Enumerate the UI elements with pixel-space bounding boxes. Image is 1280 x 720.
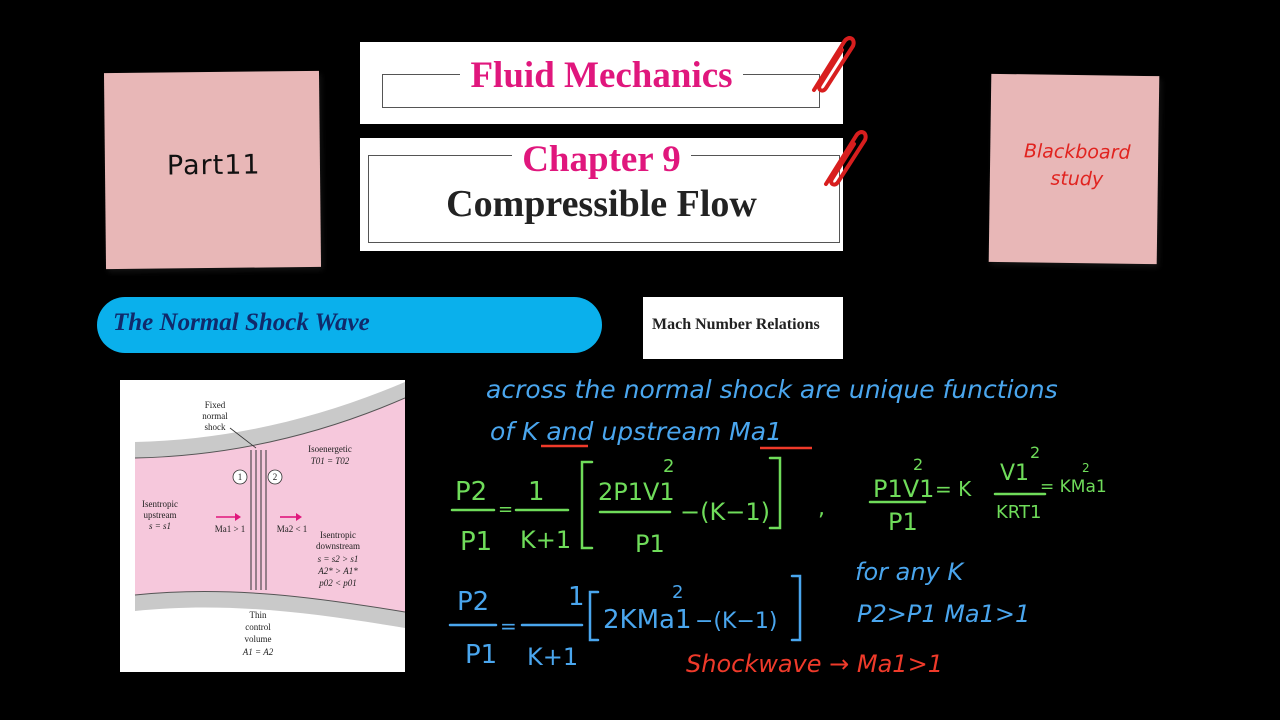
note-line-1: across the normal shock are unique funct… bbox=[486, 375, 1058, 404]
fig-ma2: Ma2 < 1 bbox=[277, 524, 308, 534]
eq2-result-exp: 2 bbox=[1082, 461, 1090, 475]
eq1-equals: = bbox=[498, 499, 513, 520]
blue-notes: across the normal shock are unique funct… bbox=[486, 375, 1058, 446]
eq2-lhs-num: P1V1 bbox=[873, 475, 934, 503]
eq3-inner-exp: 2 bbox=[672, 582, 683, 603]
eq1-inner-exp: 2 bbox=[663, 456, 674, 477]
fig-isentropic-up-1: Isentropic bbox=[142, 499, 178, 509]
eq3-lhs-den: P1 bbox=[465, 640, 497, 670]
eq2-rhs-den: KRT1 bbox=[996, 502, 1041, 523]
subtopic-card: Mach Number Relations bbox=[643, 297, 843, 359]
fig-isentropic-down-3: s = s2 > s1 bbox=[318, 554, 359, 564]
eq3-equals: = bbox=[500, 614, 517, 638]
fig-isentropic-up-3: s = s1 bbox=[149, 521, 171, 531]
fig-isentropic-down-4: A2* > A1* bbox=[317, 566, 358, 576]
fig-station-1: 1 bbox=[238, 472, 243, 482]
subject-title: Fluid Mechanics bbox=[360, 54, 843, 97]
eq3-lhs-num: P2 bbox=[457, 587, 489, 617]
fig-fixed: Fixed bbox=[205, 400, 226, 410]
for-any-k: for any K bbox=[855, 558, 965, 586]
paperclip-icon bbox=[812, 36, 856, 93]
eq3-inner: 2KMa1 bbox=[603, 605, 692, 635]
fig-isoenergetic: Isoenergetic bbox=[308, 444, 352, 454]
chapter-card: Chapter 9 Compressible Flow bbox=[360, 138, 843, 251]
equation-2: P1V1 2 P1 = K V1 2 KRT1 = KMa1 2 bbox=[873, 443, 1107, 536]
equation-1-strokes bbox=[450, 456, 782, 550]
equation-1: P2 P1 = 1 K+1 2P1V1 2 P1 −(K−1) , bbox=[455, 456, 825, 558]
shockwave-note: Shockwave → Ma1>1 bbox=[686, 650, 943, 678]
chapter-number: Chapter 9 bbox=[360, 138, 843, 181]
section-banner: The Normal Shock Wave bbox=[97, 297, 602, 353]
eq3-frac-num: 1 bbox=[568, 582, 585, 612]
inequality-note: P2>P1 Ma1>1 bbox=[857, 600, 1030, 628]
equation-3: P2 P1 = 1 K+1 2KMa1 2 −(K−1) for any K P… bbox=[457, 558, 1030, 671]
chapter-title: Compressible Flow bbox=[446, 183, 757, 225]
eq1-comma: , bbox=[818, 496, 825, 521]
fig-isentropic-down-2: downstream bbox=[316, 541, 360, 551]
fig-ma1: Ma1 > 1 bbox=[215, 524, 246, 534]
eq1-inner-den: P1 bbox=[635, 530, 665, 558]
eq1-frac-den: K+1 bbox=[520, 526, 571, 554]
fig-isentropic-down-5: p02 < p01 bbox=[318, 578, 357, 588]
section-title: The Normal Shock Wave bbox=[113, 309, 370, 336]
duct-diagram: Fixed normal shock 1 2 Isoenergetic T01 … bbox=[134, 382, 406, 657]
normal-shock-figure: Fixed normal shock 1 2 Isoenergetic T01 … bbox=[120, 380, 406, 672]
eq1-lhs-den: P1 bbox=[460, 527, 492, 557]
eq2-lhs-den: P1 bbox=[888, 508, 918, 536]
eq1-lhs-num: P2 bbox=[455, 477, 487, 507]
fig-isoenergetic-eq: T01 = T02 bbox=[311, 456, 350, 466]
paperclip-icon bbox=[824, 130, 868, 187]
equation-3-strokes bbox=[448, 574, 802, 642]
eq3-frac-den: K+1 bbox=[527, 643, 578, 671]
eq2-result: = KMa1 bbox=[1040, 477, 1107, 497]
eq1-inner-num: 2P1V1 bbox=[598, 478, 675, 506]
fig-isentropic-down-1: Isentropic bbox=[320, 530, 356, 540]
fig-thin-2: control bbox=[245, 622, 271, 632]
fig-thin-1: Thin bbox=[250, 610, 267, 620]
eq2-rhs-exp: 2 bbox=[1030, 443, 1040, 462]
fig-thin-4: A1 = A2 bbox=[242, 647, 274, 657]
fig-normal: normal bbox=[202, 411, 228, 421]
fig-thin-3: volume bbox=[245, 634, 272, 644]
eq1-frac-num: 1 bbox=[528, 477, 545, 507]
fig-shock: shock bbox=[205, 422, 226, 432]
subtopic-title: Mach Number Relations bbox=[652, 316, 820, 333]
eq1-minus: −(K−1) bbox=[680, 498, 770, 526]
equation-2-strokes bbox=[868, 492, 1047, 504]
eq2-rhs-num: V1 bbox=[1000, 461, 1029, 486]
eq3-minus: −(K−1) bbox=[695, 609, 777, 634]
subject-card: Fluid Mechanics bbox=[360, 42, 843, 124]
eq2-eqk: = K bbox=[935, 477, 972, 501]
fig-station-2: 2 bbox=[273, 472, 278, 482]
fig-isentropic-up-2: upstream bbox=[144, 510, 177, 520]
note-line-2: of K and upstream Ma1 bbox=[490, 417, 782, 446]
eq2-lhs-exp: 2 bbox=[913, 455, 923, 474]
